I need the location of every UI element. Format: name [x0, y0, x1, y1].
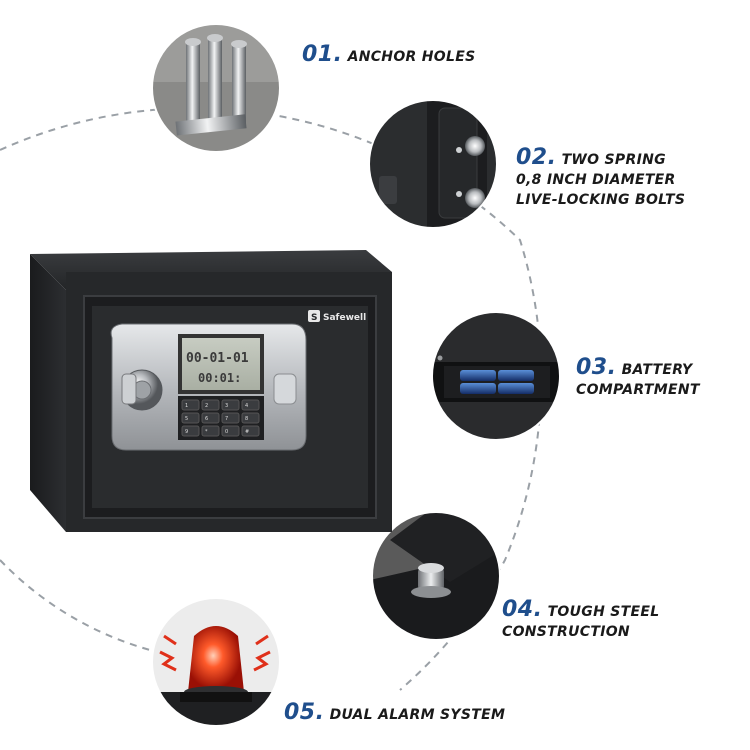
keypad-key-label: 6 — [205, 416, 208, 422]
svg-text:S: S — [311, 313, 317, 323]
keypad-key: 4 — [241, 399, 260, 411]
battery-compartment-photo — [431, 311, 561, 441]
callout-label: CONSTRUCTION — [502, 624, 630, 640]
keypad-key: 7 — [221, 412, 240, 424]
keypad-key: 0 — [221, 425, 240, 437]
lcd-time-readout: 00:01: — [198, 371, 241, 385]
keypad-key-label: 9 — [185, 429, 188, 435]
keypad-key: 9 — [181, 425, 200, 437]
brand-logo: S Safewell — [308, 310, 366, 323]
callout-anchor-holes: 01. ANCHOR HOLES — [302, 42, 475, 67]
callout-locking-bolts: 02. TWO SPRING 0,8 INCH DIAMETER LIVE-LO… — [516, 145, 686, 210]
keypad-key: 2 — [201, 399, 220, 411]
keypad: 1 2 3 4 5 6 7 8 9 * 0 # — [181, 399, 260, 437]
callout-battery: 03. BATTERY COMPARTMENT — [576, 355, 700, 400]
keypad-key: 1 — [181, 399, 200, 411]
callout-alarm: 05. DUAL ALARM SYSTEM — [284, 700, 505, 725]
callout-number: 05. — [284, 700, 325, 725]
callout-label: TWO SPRING — [561, 152, 666, 168]
alarm-light-photo — [151, 597, 281, 727]
keypad-key: 6 — [201, 412, 220, 424]
callout-label: ANCHOR HOLES — [347, 49, 476, 65]
brand-name: Safewell — [323, 313, 366, 323]
callout-label: TOUGH STEEL — [547, 604, 660, 620]
callout-label: COMPARTMENT — [576, 382, 700, 398]
keypad-key: * — [201, 425, 220, 437]
lcd-date-readout: 00-01-01 — [186, 351, 249, 366]
callout-label: DUAL ALARM SYSTEM — [329, 707, 506, 723]
keypad-key: # — [241, 425, 260, 437]
callout-label: LIVE-LOCKING BOLTS — [516, 192, 686, 208]
callout-number: 03. — [576, 355, 617, 380]
safe-product-image: S Safewell 00-01-01 00:01: 1 2 3 4 5 6 7 8 9 * 0 # — [30, 250, 392, 532]
keypad-key-label: 0 — [225, 429, 228, 435]
callout-number: 01. — [302, 42, 343, 67]
keypad-key: 5 — [181, 412, 200, 424]
keypad-key-label: # — [245, 429, 249, 435]
locking-bolts-photo — [368, 99, 498, 229]
callout-label: 0,8 INCH DIAMETER — [516, 172, 676, 188]
anchor-bolts-photo — [151, 23, 281, 153]
keypad-key: 8 — [241, 412, 260, 424]
keypad-key-label: 1 — [185, 403, 188, 409]
keypad-key-label: 3 — [225, 403, 228, 409]
keypad-key: 3 — [221, 399, 240, 411]
keypad-key-label: 2 — [205, 403, 208, 409]
keypad-key-label: 8 — [245, 416, 248, 422]
callout-number: 02. — [516, 145, 557, 170]
callout-number: 04. — [502, 597, 543, 622]
keypad-key-label: 5 — [185, 416, 188, 422]
steel-construction-photo — [371, 511, 501, 641]
callout-steel: 04. TOUGH STEEL CONSTRUCTION — [502, 597, 660, 642]
callout-label: BATTERY — [621, 362, 693, 378]
keypad-key-label: * — [205, 429, 208, 435]
keypad-key-label: 4 — [245, 403, 248, 409]
keypad-key-label: 7 — [225, 416, 228, 422]
